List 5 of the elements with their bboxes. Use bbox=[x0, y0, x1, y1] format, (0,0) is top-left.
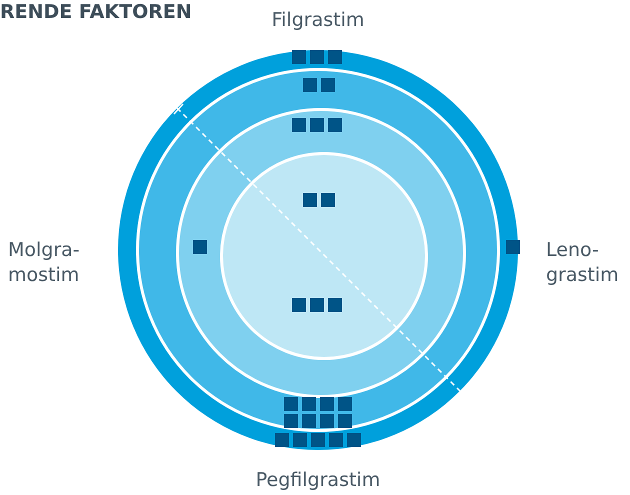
ring-label: Filgrastim bbox=[270, 8, 366, 33]
ring-label: Leno- grastim bbox=[546, 238, 616, 288]
heading: RENDE FAKTOREN bbox=[0, 0, 192, 25]
ring-label: Molgra- mostim bbox=[8, 238, 78, 288]
ring-label: Pegfilgrastim bbox=[254, 468, 382, 493]
